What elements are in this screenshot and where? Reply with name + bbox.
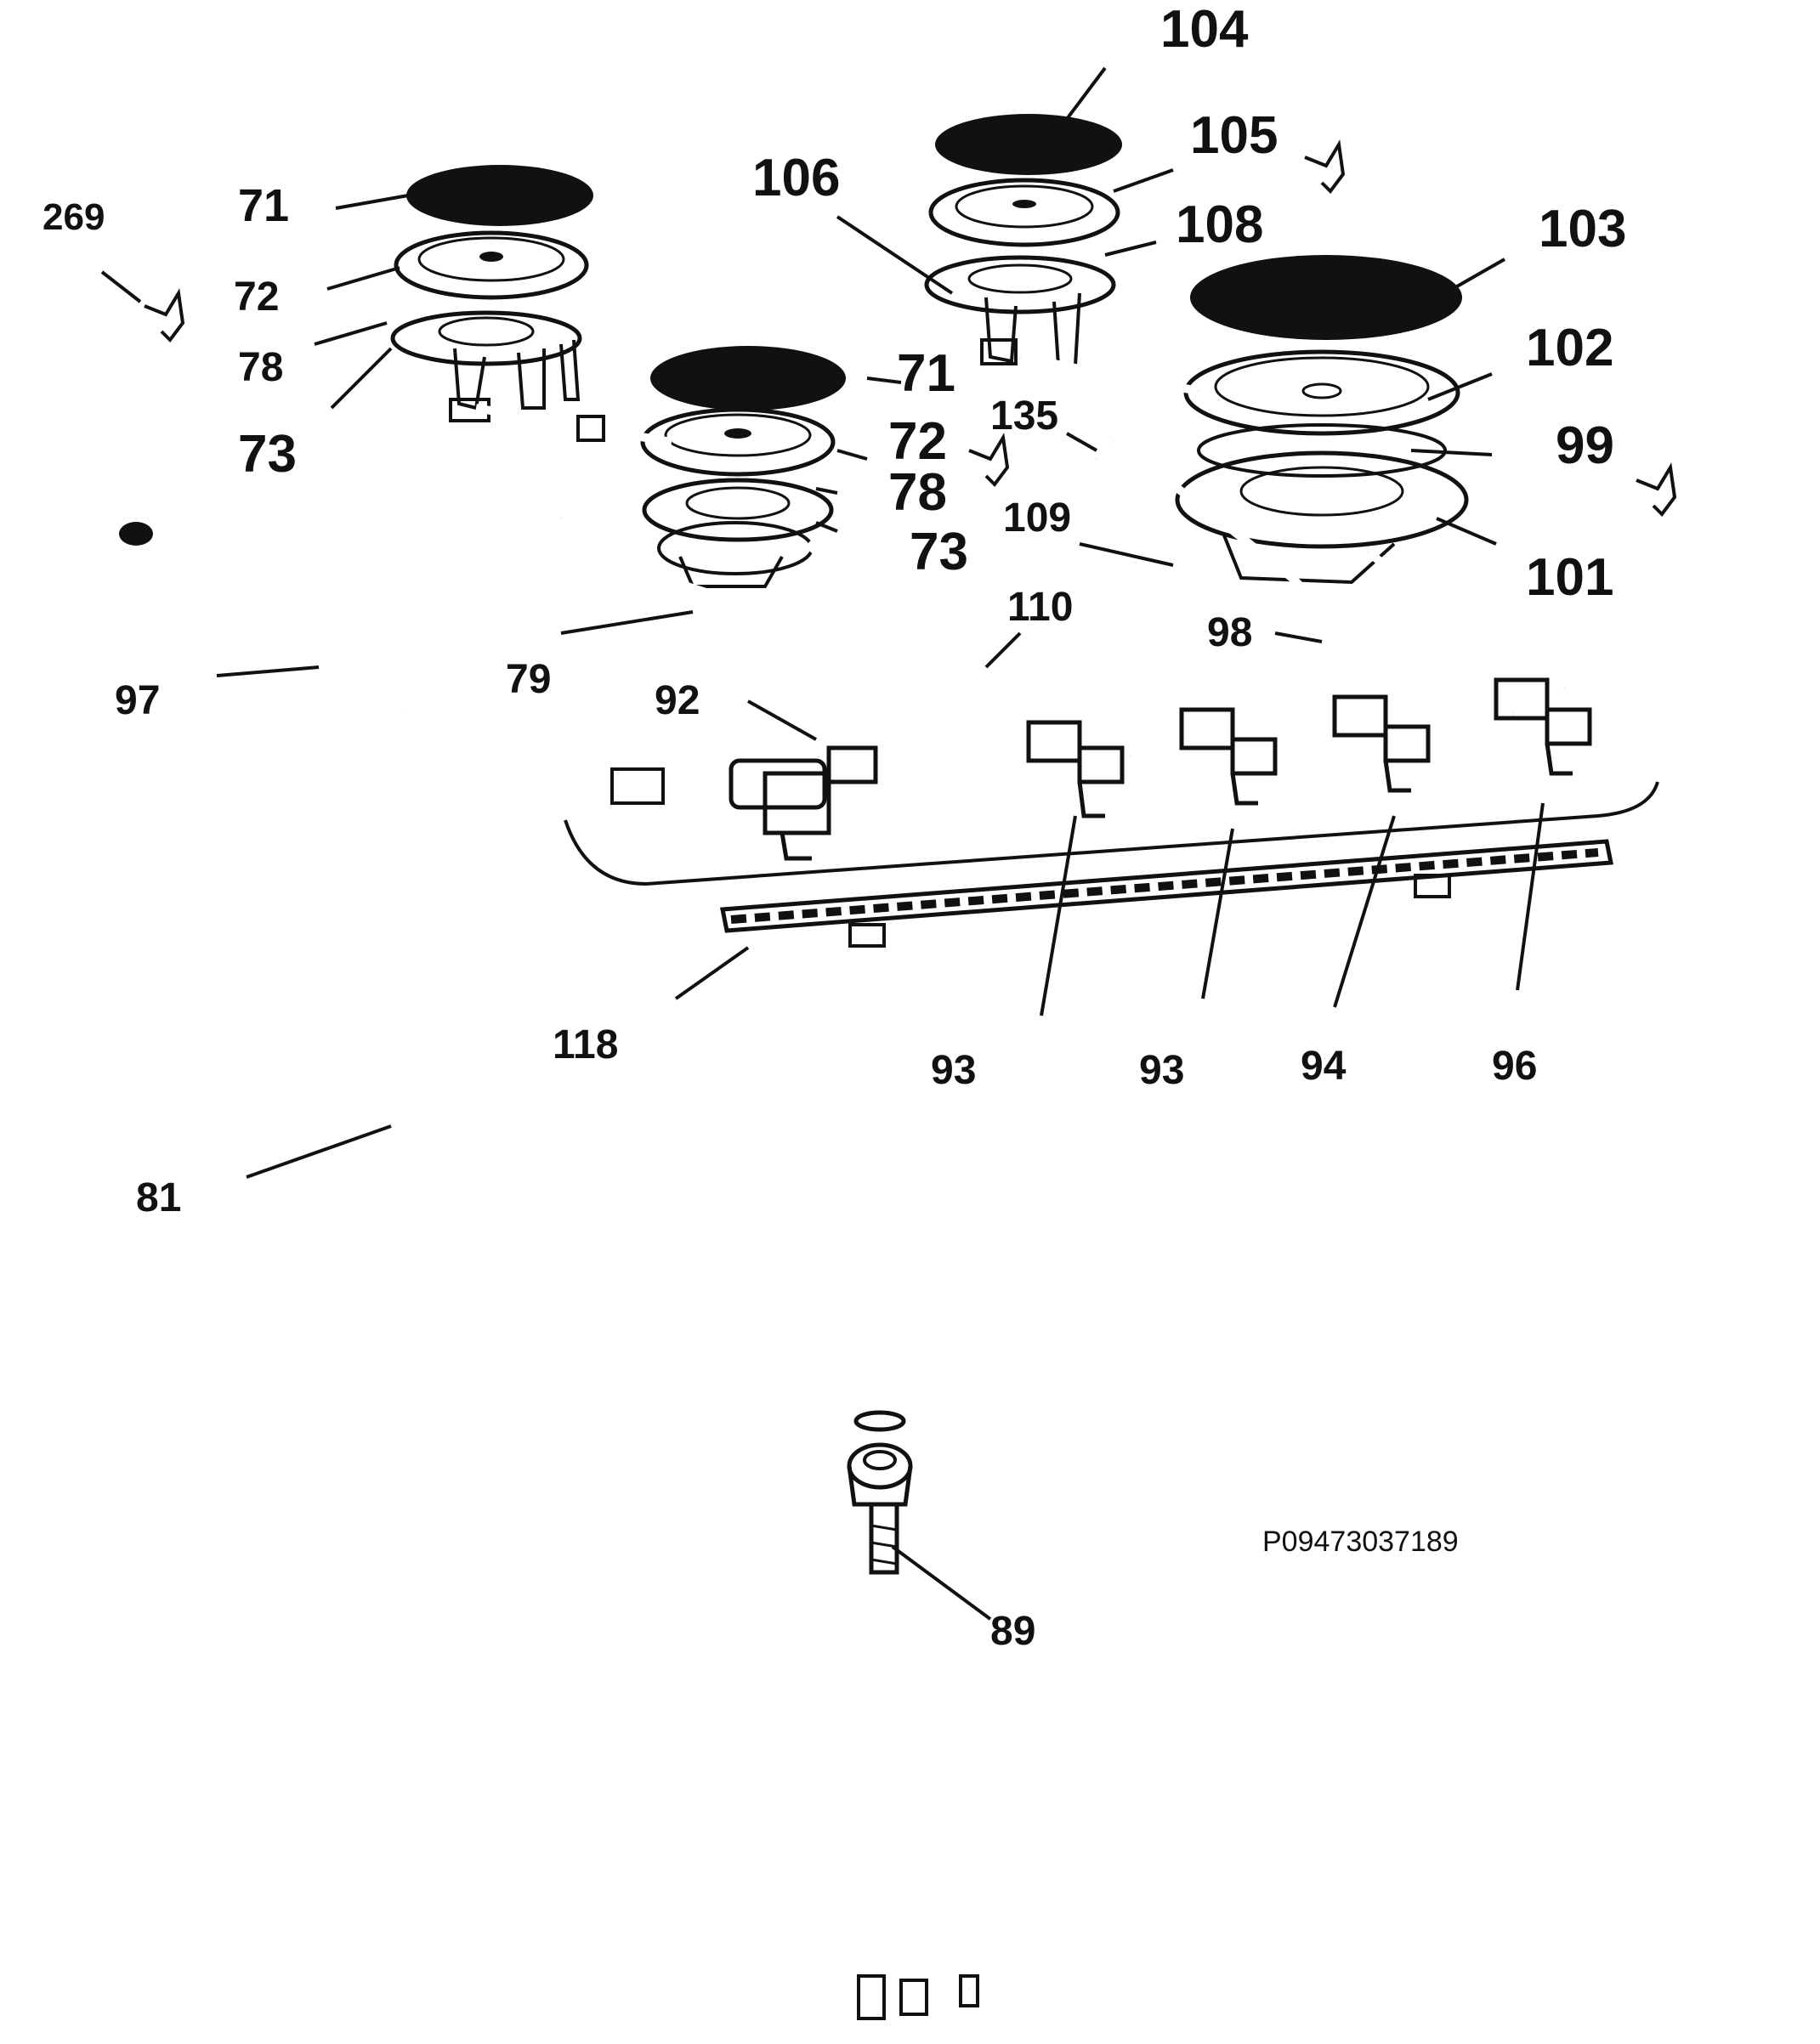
gas-valve-92 xyxy=(610,745,878,861)
label-102: 102 xyxy=(1526,319,1613,377)
burner-base-78-center xyxy=(642,478,834,588)
burner-cap-103 xyxy=(1190,255,1462,340)
leader-lines xyxy=(100,66,1545,1621)
gas-tube-rear-burner xyxy=(1019,353,1199,395)
label-78-center: 78 xyxy=(888,463,947,522)
gas-tube-109 xyxy=(1086,456,1345,735)
label-103: 103 xyxy=(1539,200,1626,258)
reference-code: P09473037189 xyxy=(1262,1526,1459,1558)
gas-tube-110 xyxy=(804,541,1276,752)
injector-89 xyxy=(847,1410,913,1575)
label-97: 97 xyxy=(115,678,160,723)
label-104: 104 xyxy=(1160,0,1249,59)
burner-base-78-left xyxy=(390,310,582,422)
gas-supply-pipe-81 xyxy=(360,713,979,2024)
label-109: 109 xyxy=(1003,495,1071,541)
screw-icon xyxy=(1304,139,1346,195)
label-89: 89 xyxy=(990,1609,1035,1654)
label-73-left: 73 xyxy=(238,425,297,484)
label-105: 105 xyxy=(1190,106,1278,165)
label-72-left: 72 xyxy=(234,275,279,320)
gas-tube-98 xyxy=(1111,438,1516,718)
label-118: 118 xyxy=(553,1022,618,1067)
burner-cap-71-left xyxy=(406,165,593,226)
label-269: 269 xyxy=(43,196,105,238)
burner-crown-72-center xyxy=(640,407,836,477)
burner-ring-99 xyxy=(1197,423,1447,478)
gas-tap-96 xyxy=(1494,677,1592,776)
label-78-left: 78 xyxy=(238,345,283,390)
label-96: 96 xyxy=(1492,1044,1537,1089)
burner-base-108 xyxy=(924,255,1116,367)
screw-icon xyxy=(1636,462,1677,518)
label-110: 110 xyxy=(1007,585,1073,630)
gas-tap-94 xyxy=(1332,694,1431,793)
label-99: 99 xyxy=(1556,416,1614,475)
gas-tap-93-b xyxy=(1179,707,1278,806)
burner-crown-105 xyxy=(928,178,1120,247)
screw-icon xyxy=(968,433,1010,488)
label-106: 106 xyxy=(752,149,840,207)
label-92: 92 xyxy=(655,678,700,723)
label-81: 81 xyxy=(136,1175,181,1220)
label-72-center: 72 xyxy=(888,412,947,471)
burner-cap-104 xyxy=(935,114,1122,175)
label-93-a: 93 xyxy=(931,1048,976,1093)
part-labels: 104 105 106 108 103 102 99 101 135 109 1… xyxy=(43,0,1626,1654)
label-71-left: 71 xyxy=(238,180,289,231)
gas-tap-93-a xyxy=(1026,720,1125,818)
label-98: 98 xyxy=(1207,610,1252,655)
label-135: 135 xyxy=(990,394,1058,439)
label-108: 108 xyxy=(1176,195,1263,254)
label-71-center: 71 xyxy=(897,344,955,403)
burner-crown-72-left xyxy=(394,230,589,300)
label-79: 79 xyxy=(506,657,551,702)
label-93-b: 93 xyxy=(1139,1048,1184,1093)
burner-crown-102 xyxy=(1183,349,1460,436)
label-94: 94 xyxy=(1301,1044,1347,1089)
burner-cap-71-center xyxy=(650,346,846,410)
gas-tube-left-burner xyxy=(475,404,672,446)
label-101: 101 xyxy=(1526,548,1613,607)
gas-manifold-97 xyxy=(119,522,1659,886)
gas-tube-right-burner xyxy=(1365,549,1567,693)
label-73-center: 73 xyxy=(910,523,968,581)
screw-icon xyxy=(144,288,185,343)
mounting-bracket-118 xyxy=(719,839,1614,948)
gas-tube-79 xyxy=(541,514,1132,761)
